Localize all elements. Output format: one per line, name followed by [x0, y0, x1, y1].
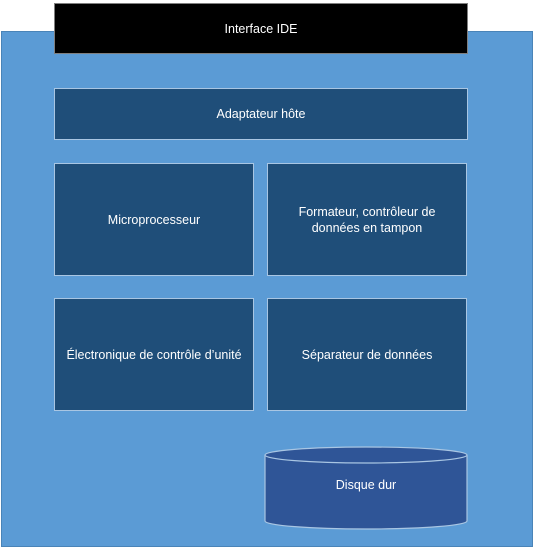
formatter-label: Formateur, contrôleur de données en tamp…: [298, 204, 436, 235]
drive-control-electronics-block: Électronique de contrôle d’unité: [54, 298, 254, 411]
host-adapter-block: Adaptateur hôte: [54, 88, 468, 140]
microprocessor-block: Microprocesseur: [54, 163, 254, 276]
data-separator-label: Séparateur de données: [301, 347, 433, 362]
hard-disk-cylinder: Disque dur: [264, 446, 468, 530]
host-adapter-label: Adaptateur hôte: [216, 107, 306, 121]
data-separator-block: Séparateur de données: [267, 298, 467, 411]
ide-interface-label: Interface IDE: [224, 21, 298, 36]
hard-disk-label: Disque dur: [335, 478, 397, 492]
microprocessor-label: Microprocesseur: [107, 212, 201, 227]
drive-electronics-label: Électronique de contrôle d’unité: [66, 347, 242, 362]
ide-interface-header: Interface IDE: [54, 3, 468, 54]
formatter-buffer-controller-block: Formateur, contrôleur de données en tamp…: [267, 163, 467, 276]
cylinder-icon: [264, 446, 468, 530]
